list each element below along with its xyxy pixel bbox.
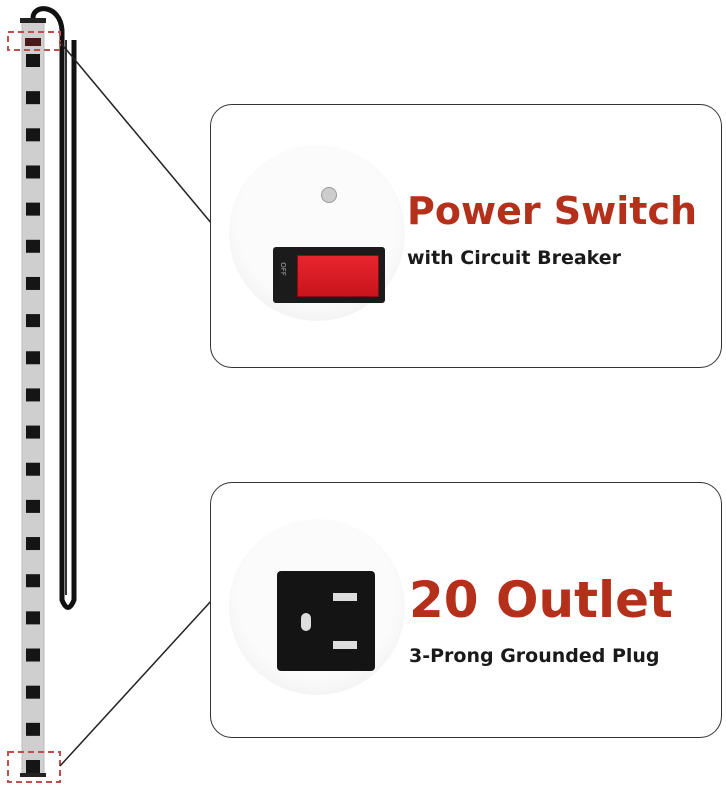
strip-outlet [26,462,40,476]
strip-outlet [26,574,40,588]
strip-outlet [26,239,40,253]
strip-outlet [26,314,40,328]
strip-switch [25,38,41,46]
outlet-leader-line [59,599,213,767]
outlet-count-title: 20 Outlet [409,571,673,629]
strip-outlet [26,165,40,179]
switch-closeup: OFF [229,145,405,321]
switch-highlight-box [7,31,61,51]
strip-outlet [26,425,40,439]
screw-icon [321,187,337,203]
rocker-switch: OFF [273,247,385,303]
power-switch-title: Power Switch [407,189,698,233]
strip-outlet [26,202,40,216]
strip-outlet [26,54,40,67]
strip-outlet [26,648,40,662]
outlet-icon [277,571,375,671]
strip-outlet [26,128,40,142]
strip-outlet [26,499,40,513]
outlet-subtitle: 3-Prong Grounded Plug [409,645,660,667]
power-cord [30,6,77,610]
strip-outlet [26,760,40,773]
strip-outlet [26,276,40,290]
outlet-callout: 20 Outlet 3-Prong Grounded Plug [210,482,722,738]
switch-off-label: OFF [278,262,287,276]
power-switch-subtitle: with Circuit Breaker [407,247,622,269]
outlet-closeup [229,519,405,695]
strip-outlet [26,611,40,625]
strip-outlet [26,722,40,736]
strip-outlet [26,351,40,365]
power-switch-callout: OFF Power Switch with Circuit Breaker [210,104,722,368]
outlet-highlight-box [7,751,61,783]
rocker-red [297,255,379,297]
strip-outlet [26,537,40,551]
switch-leader-line [59,41,213,225]
strip-outlet [26,388,40,402]
strip-outlet [26,685,40,699]
strip-outlet [26,91,40,105]
